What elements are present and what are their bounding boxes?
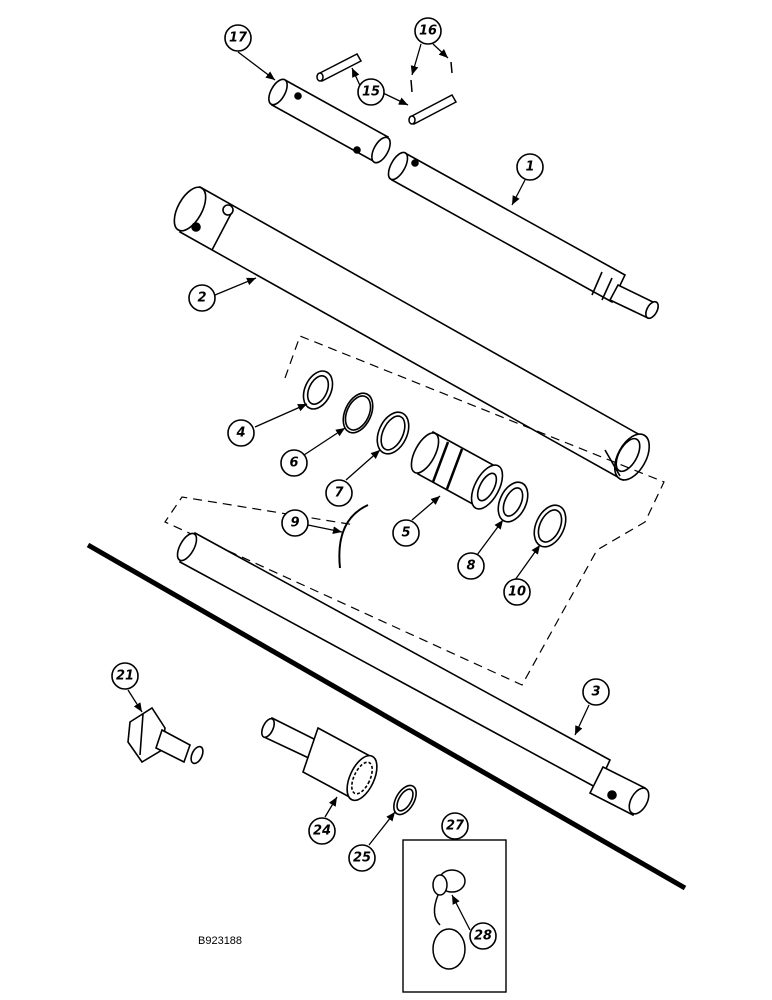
callout-24: 24 — [313, 824, 331, 839]
callout-6: 6 — [289, 456, 298, 471]
callout-1: 1 — [525, 160, 534, 175]
ring-part-8 — [497, 481, 529, 523]
tube-part — [176, 531, 650, 817]
callout-28: 28 — [474, 929, 492, 944]
callout-9: 9 — [290, 516, 299, 531]
callout-2: 2 — [197, 291, 206, 306]
callout-4: 4 — [235, 426, 245, 441]
ring-part-10 — [533, 504, 567, 548]
seal-kit-outline — [164, 335, 665, 686]
piston-part — [410, 430, 504, 510]
callout-25: 25 — [353, 851, 371, 866]
seal-ring-part-25 — [393, 784, 417, 816]
divider-line — [86, 542, 687, 891]
coupler-part-24 — [261, 716, 378, 802]
ring-part-4 — [302, 370, 334, 410]
callout-16: 16 — [419, 24, 437, 39]
callout-5: 5 — [401, 526, 410, 541]
pins-part — [316, 53, 458, 125]
callout-8: 8 — [466, 559, 475, 574]
callout-15: 15 — [362, 85, 380, 100]
callout-27: 27 — [446, 819, 465, 834]
clevis-part — [268, 78, 391, 164]
ring-part-6 — [342, 392, 374, 434]
wire-ring-part — [338, 504, 369, 569]
cotter-pins-part — [410, 61, 453, 93]
leader-lines — [127, 43, 590, 931]
callout-3: 3 — [591, 685, 600, 700]
drawing-id: B923188 — [198, 935, 242, 947]
coupler-part-21 — [127, 706, 204, 765]
callout-17: 17 — [229, 31, 248, 46]
callout-10: 10 — [508, 585, 526, 600]
rod-part — [387, 151, 659, 320]
ring-part-7 — [376, 411, 410, 455]
callout-circles — [111, 17, 610, 950]
detail-box — [402, 839, 507, 993]
callout-21: 21 — [116, 669, 134, 684]
callout-7: 7 — [334, 486, 344, 501]
dust-cap-part — [432, 869, 466, 970]
barrel-part — [173, 185, 651, 482]
